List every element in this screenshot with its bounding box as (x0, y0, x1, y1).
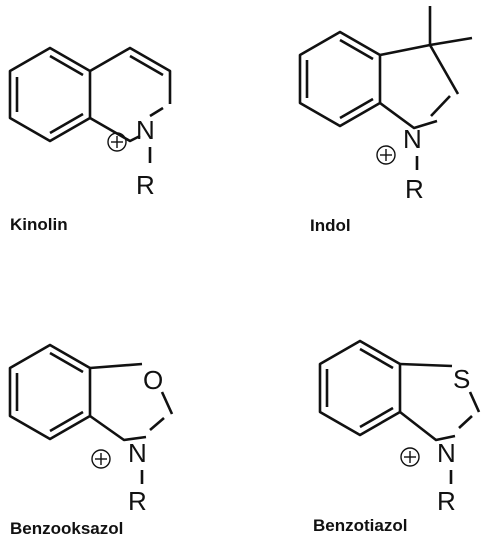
benzotiazol-double-bond (458, 415, 473, 429)
kinolin-plus-charge-icon (107, 132, 127, 152)
indol-methyl-bond (429, 36, 473, 47)
benzotiazol-nitrogen-atom: N (437, 438, 456, 468)
benzotiazol-thiazole-ring (399, 362, 481, 442)
kinolin-double-bond (129, 54, 164, 77)
caption-benzotiazol: Benzotiazol (313, 516, 408, 535)
indol-double-bond (339, 38, 374, 61)
benzooksazol-double-bond (49, 351, 84, 374)
kinolin-nitrogen-atom: N (136, 115, 155, 145)
benzooksazol-double-bond (149, 417, 165, 431)
benzooksazol-oxygen-atom: O (143, 365, 163, 395)
benzotiazol-double-bond (359, 406, 394, 429)
kinolin-double-bond (49, 54, 84, 77)
indol-pyrrole-ring (379, 43, 460, 130)
structure-indol: N R (298, 6, 473, 204)
indol-double-bond (339, 97, 374, 120)
kinolin-substituent-r: R (136, 170, 155, 200)
benzooksazol-substituent-r: R (128, 486, 147, 516)
benzooksazol-nitrogen-atom: N (128, 438, 147, 468)
indol-substituent-r: R (405, 174, 424, 204)
indol-double-bond (430, 95, 451, 117)
benzooksazol-double-bond (49, 410, 84, 433)
benzooksazol-oxazole-ring (89, 362, 174, 442)
kinolin-double-bond (149, 106, 164, 118)
benzotiazol-sulfur-atom: S (453, 364, 470, 394)
kinolin-double-bond (49, 112, 84, 135)
benzotiazol-substituent-r: R (437, 486, 456, 516)
caption-kinolin: Kinolin (10, 215, 68, 234)
benzotiazol-double-bond (359, 347, 394, 370)
structure-benzooksazol: O N R (8, 343, 174, 516)
indol-benzene-ring (298, 30, 382, 128)
kinolin-benzene-ring (8, 46, 92, 143)
caption-indol: Indol (310, 216, 351, 235)
benzotiazol-benzene-ring (318, 339, 402, 437)
indol-plus-charge-icon (376, 145, 396, 165)
caption-benzooksazol: Benzooksazol (10, 519, 124, 538)
indol-nitrogen-atom: N (403, 124, 422, 154)
benzooksazol-benzene-ring (8, 343, 92, 441)
kinolin-pyridine-ring (89, 46, 172, 143)
structure-benzotiazol: S N R (318, 339, 481, 516)
benzooksazol-plus-charge-icon (91, 449, 111, 469)
structure-kinolin: N R (8, 46, 172, 200)
benzotiazol-plus-charge-icon (400, 447, 420, 467)
